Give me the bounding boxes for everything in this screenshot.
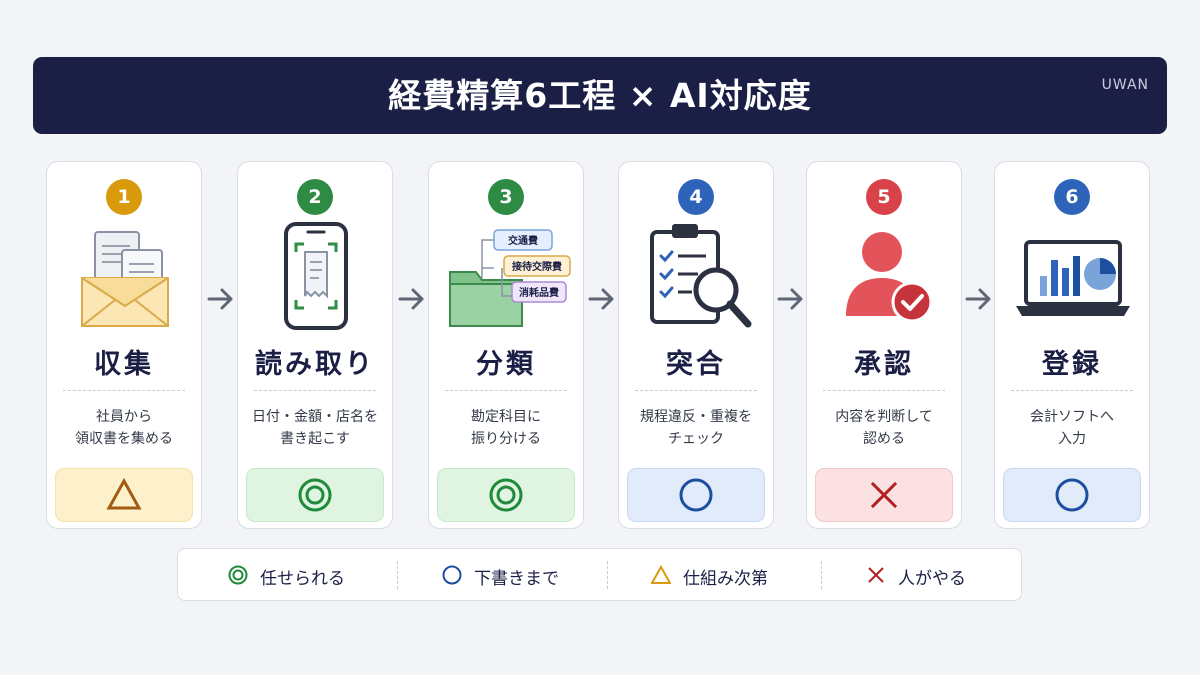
brand-label: UWAN [1101, 77, 1149, 93]
step-description: 社員から 領収書を集める [75, 409, 173, 447]
double-circle-icon [489, 478, 523, 512]
folder-tags-icon: 交通費 接待交際費 消耗品費 [442, 220, 572, 334]
circle-icon [679, 478, 713, 512]
step-number-badge: 2 [297, 179, 333, 215]
cross-icon [868, 567, 884, 583]
step-description: 勘定科目に 振り分ける [471, 409, 541, 447]
rating-cross [815, 468, 953, 522]
double-circle-icon [228, 565, 248, 585]
rating-triangle [55, 468, 193, 522]
step-title: 分類 [476, 349, 536, 380]
rating-double-circle [437, 468, 575, 522]
step-number-badge: 3 [488, 179, 524, 215]
step-number-badge: 4 [678, 179, 714, 215]
step-number-badge: 5 [866, 179, 902, 215]
legend-separator [821, 561, 822, 589]
tag-label: 消耗品費 [519, 286, 559, 299]
legend-label: 人がやる [898, 569, 966, 589]
smartphone-scan-icon [251, 220, 381, 334]
circle-icon [442, 565, 462, 585]
divider [823, 390, 945, 391]
divider [63, 390, 185, 391]
legend-label: 任せられる [260, 569, 345, 589]
legend: 任せられる 下書きまで 仕組み次第 人がやる [177, 548, 1022, 601]
page-title: 経費精算6工程 × AI対応度 [388, 76, 812, 115]
laptop-chart-icon [1008, 220, 1138, 334]
step-number-badge: 1 [106, 179, 142, 215]
rating-circle [627, 468, 765, 522]
step-description: 会計ソフトへ 入力 [1030, 409, 1114, 447]
divider [445, 390, 567, 391]
title-banner: 経費精算6工程 × AI対応度 UWAN [33, 57, 1167, 134]
step-title: 登録 [1042, 349, 1102, 380]
step-title: 突合 [666, 349, 726, 380]
step-card-2: 2 読み取り 日付・金額・店名を 書き起こす [237, 161, 393, 529]
clipboard-magnifier-icon [632, 220, 762, 334]
step-card-6: 6 登録 会計ソフトへ 入力 [994, 161, 1150, 529]
triangle-icon [651, 565, 671, 584]
arrow-right-icon [398, 288, 424, 310]
divider [635, 390, 757, 391]
tag-label: 接待交際費 [512, 260, 562, 273]
rating-circle [1003, 468, 1141, 522]
circle-icon [1055, 478, 1089, 512]
step-card-1: 1 収集 社員から 領収書を集める [46, 161, 202, 529]
step-description: 日付・金額・店名を 書き起こす [252, 409, 378, 447]
arrow-right-icon [777, 288, 803, 310]
double-circle-icon [298, 478, 332, 512]
step-title: 読み取り [255, 349, 375, 380]
arrow-right-icon [965, 288, 991, 310]
person-check-icon [820, 220, 950, 334]
step-card-5: 5 承認 内容を判断して 認める [806, 161, 962, 529]
divider [254, 390, 376, 391]
legend-separator [397, 561, 398, 589]
step-title: 承認 [854, 349, 914, 380]
step-description: 内容を判断して 認める [835, 409, 933, 447]
rating-double-circle [246, 468, 384, 522]
arrow-right-icon [207, 288, 233, 310]
arrow-right-icon [588, 288, 614, 310]
divider [1011, 390, 1133, 391]
envelope-documents-icon [60, 220, 190, 334]
legend-label: 下書きまで [474, 569, 559, 589]
legend-label: 仕組み次第 [683, 569, 768, 589]
step-card-4: 4 突合 規程違反・重複を チェック [618, 161, 774, 529]
triangle-icon [106, 477, 142, 510]
step-card-3: 3 交通費 接待交際費 消耗品費 分類 勘定科目に 振り分ける [428, 161, 584, 529]
legend-separator [607, 561, 608, 589]
tag-label: 交通費 [508, 234, 538, 247]
step-description: 規程違反・重複を チェック [640, 409, 752, 447]
step-number-badge: 6 [1054, 179, 1090, 215]
cross-icon [870, 481, 898, 509]
step-title: 収集 [94, 349, 154, 380]
